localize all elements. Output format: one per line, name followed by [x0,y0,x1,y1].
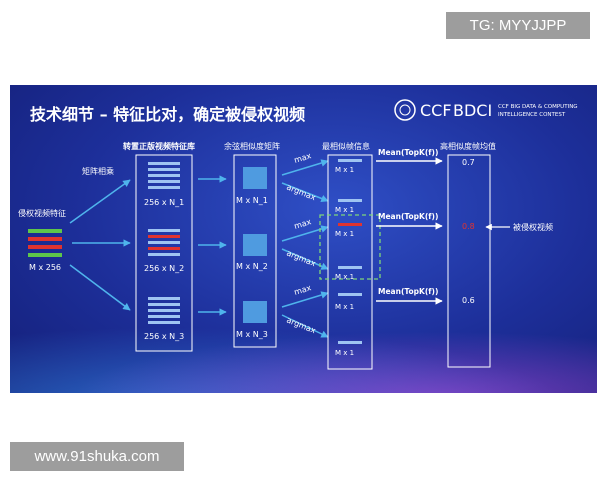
logo-ccf: CCF [420,101,452,120]
op-max-1: max [293,151,313,165]
site-watermark: www.91shuka.com [10,442,184,471]
ops-group-2: max argmax [281,217,329,270]
cosine-matrix-3 [243,301,267,323]
op-argmax-1: argmax [285,183,317,203]
telegram-watermark: TG: MYYJJPP [446,12,590,39]
query-bar-1 [28,229,62,233]
ops-group-1: max argmax [281,151,329,203]
slide: 技术细节 – 特征比对，确定被侵权视频 CCF BDCI CCF BIG DAT… [10,85,597,393]
library-title: 转置正版视频特征库 [123,141,195,151]
op-max-3: max [293,283,313,297]
cosine-item-2: M x N_2 [236,262,268,271]
query-bar-2 [28,237,62,241]
contest-line-2: INTELLIGENCE CONTEST [498,112,566,118]
library-item-1: 256 x N_1 [144,198,184,207]
ops-group-3: max argmax [281,283,329,338]
frame-bar-4 [338,266,362,269]
frame-bar-6 [338,341,362,344]
mean-label-1: Mean(TopK(f)) [378,148,438,157]
query-dim: M x 256 [29,263,61,272]
result-label: 被侵权视频 [513,222,553,232]
frames-title: 最相似帧信息 [322,141,370,151]
avg-title: 高相似度帧均值 [440,141,496,151]
library-item-2: 256 x N_2 [144,264,184,273]
diagram-canvas: 技术细节 – 特征比对，确定被侵权视频 CCF BDCI CCF BIG DAT… [18,99,578,370]
cosine-item-3: M x N_3 [236,330,268,339]
ccf-seal-icon [394,99,416,121]
library-group-3 [148,297,180,324]
arrow-query-lib3 [69,264,131,311]
avg-value-3: 0.6 [462,296,475,305]
query-label: 侵权视频特征 [18,208,66,218]
cosine-matrix-1 [243,167,267,189]
cosine-title: 余弦相似度矩阵 [224,141,280,151]
highlight-dashed-box [319,214,381,280]
background-glow [10,313,597,393]
contest-line-1: CCF BIG DATA & COMPUTING [498,104,578,110]
slide-title: 技术细节 – 特征比对，确定被侵权视频 [30,105,305,124]
library-group-2 [148,229,180,256]
query-bar-3 [28,245,62,249]
frames-box [327,154,373,370]
frame-item-3: M x 1 [335,230,354,238]
avg-box [447,154,491,368]
frame-item-6: M x 1 [335,349,354,357]
library-item-3: 256 x N_3 [144,332,184,341]
mean-label-2: Mean(TopK(f)) [378,212,438,221]
logo-bdci: BDCI [453,101,492,120]
frame-bar-2 [338,199,362,202]
mean-label-3: Mean(TopK(f)) [378,287,438,296]
cosine-item-1: M x N_1 [236,196,268,205]
avg-value-2: 0.8 [462,222,475,231]
op-max-2: max [293,217,313,231]
frame-bar-1 [338,159,362,162]
frame-item-2: M x 1 [335,206,354,214]
op-argmax-3: argmax [285,316,317,336]
library-group-1 [148,162,180,189]
library-box [135,154,193,352]
frame-item-4: M x 1 [335,273,354,281]
query-bar-4 [28,253,62,257]
frame-item-1: M x 1 [335,166,354,174]
arrow-query-lib1 [69,179,131,224]
cosine-box [233,154,277,348]
op-argmax-2: argmax [285,249,317,269]
frame-bar-3 [338,223,362,226]
frame-item-5: M x 1 [335,303,354,311]
cosine-matrix-2 [243,234,267,256]
avg-value-1: 0.7 [462,158,475,167]
matmul-label: 矩阵相乘 [82,166,114,176]
frame-bar-5 [338,293,362,296]
